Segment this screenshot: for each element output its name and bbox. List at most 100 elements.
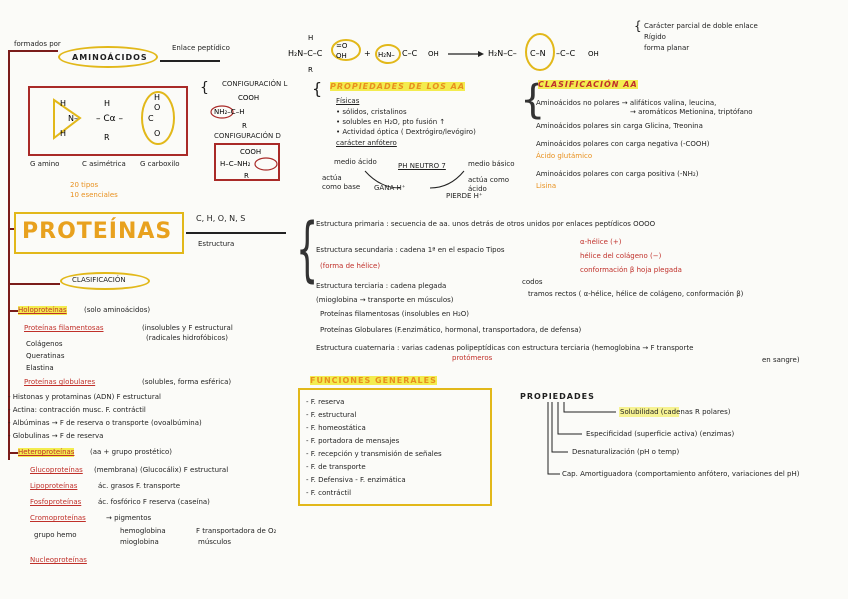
lipo-desc: ác. grasos F. transporte	[98, 482, 181, 490]
brace-icon: {	[312, 79, 323, 98]
svg-text:H: H	[60, 129, 66, 138]
mioglobina-label: (mioglobina → transporte en músculos)	[316, 296, 454, 304]
elements-label: C, H, O, N, S	[196, 214, 246, 223]
branch-line	[8, 228, 16, 230]
propiedades-aa-title: PROPIEDADES DE LOS AA	[330, 82, 466, 91]
estructura-terciaria: Estructura terciaria : cadena plegada	[316, 282, 447, 290]
clas-aa-row: Lisina	[536, 182, 557, 190]
svg-text:O: O	[154, 129, 160, 138]
solo-aa-label: (solo aminoácidos)	[84, 306, 151, 314]
medio-basico-label: medio básico	[468, 160, 515, 168]
hemo-desc: F transportadora de O₂	[196, 527, 277, 535]
glob-item: - Albúminas → F de reserva o transporte …	[8, 419, 202, 427]
aminoacidos-oval	[58, 46, 158, 68]
svg-text:–C–C: –C–C	[556, 49, 576, 58]
fibrosas-label: Proteínas filamentosas (insolubles en H₂…	[320, 310, 470, 318]
clas-aa-row: Aminoácidos polares sin carga Glicina, T…	[536, 122, 703, 130]
holoproteinas-label: Holoproteínas	[18, 306, 67, 315]
propiedad-especificidad: Especificidad (superficie activa) (enzim…	[586, 430, 735, 438]
hemoglobina-label: hemoglobina	[120, 527, 166, 535]
propiedades-title: PROPIEDADES	[520, 392, 595, 401]
aminoacidos-label: AMINOÁCIDOS	[72, 53, 148, 62]
formados-por-label: formados por	[14, 40, 61, 48]
svg-text:H: H	[104, 99, 110, 108]
forma-helice: (forma de hélice)	[320, 262, 381, 270]
tipo-alfa: α-hélice (+)	[580, 238, 622, 246]
ph-neutro-label: PH NEUTRO 7	[398, 162, 446, 170]
filamentosas-label: Proteínas filamentosas	[24, 324, 104, 332]
pierde-h-label: PIERDE H⁺	[446, 192, 483, 200]
svg-text:R: R	[308, 66, 313, 74]
config-d-label: CONFIGURACIÓN D	[214, 132, 281, 140]
funcion-item: - F. homeostática	[306, 424, 366, 432]
actua-acido-label: actúa como ácido	[468, 176, 510, 193]
svg-text:H: H	[308, 34, 313, 42]
g-amino-label: G amino	[30, 160, 60, 168]
feature-2: Rígido	[644, 33, 666, 41]
codos-label: codos	[522, 278, 543, 286]
c-asimetrica-label: C asimétrica	[82, 160, 126, 168]
svg-text:– Cα –: – Cα –	[96, 114, 123, 124]
amino-structure-box	[28, 86, 188, 156]
funcion-item: - F. estructural	[306, 411, 357, 419]
funcion-item: - F. recepción y transmisión de señales	[306, 450, 442, 458]
funciones-title: FUNCIONES GENERALES	[310, 376, 437, 385]
cromo-desc: → pigmentos	[106, 514, 152, 522]
funcion-item: - F. Defensiva - F. enzimática	[306, 476, 406, 484]
propiedades-tree	[547, 402, 616, 475]
queratinas-label: Queratinas	[26, 352, 65, 360]
prop-aa-item: • solubles en H₂O, pto fusión ↑	[336, 118, 446, 126]
musculos-label: músculos	[198, 538, 232, 546]
peptide-bond-diagram: H₂N–C–C H R =O OH + H₂N– C–C OH H₂N–C– C…	[288, 33, 599, 74]
svg-text:H₂N–C–: H₂N–C–	[488, 49, 517, 58]
config-l-label: CONFIGURACIÓN L	[222, 80, 288, 88]
svg-text:C–C: C–C	[402, 49, 418, 58]
heteroproteinas-label: Heteroproteínas	[18, 448, 75, 457]
clasificacion-oval	[60, 272, 150, 290]
svg-text:OH: OH	[336, 52, 347, 60]
svg-text:R: R	[104, 133, 110, 142]
config-d-box	[214, 143, 280, 181]
propiedad-desnaturalizacion: Desnaturalización (pH o temp)	[572, 448, 680, 456]
lipoproteinas-label: Lipoproteínas	[30, 482, 78, 490]
clas-aa-row: Aminoácidos no polares → alifáticos vali…	[536, 99, 717, 107]
clas-aa-row: Aminoácidos polares con carga positiva (…	[536, 170, 699, 178]
enlace-label: Enlace peptídico	[172, 44, 230, 52]
arrow-line	[160, 60, 220, 62]
actua-base-label: actúa como base	[322, 174, 361, 191]
clasificacion-title: CLASIFICACIÓN	[72, 276, 126, 284]
config-d-diagram: COOH H–C–NH₂ R	[220, 148, 278, 180]
propiedad-solubilidad: Solubilidad (cadenas R polares)	[620, 408, 731, 416]
estructura-primaria: Estructura primaria : secuencia de aa. u…	[316, 220, 656, 228]
svg-text:=O: =O	[336, 42, 348, 50]
globulares-label: Proteínas Globulares (F.enzimático, horm…	[320, 326, 582, 334]
tipo-beta: conformación β hoja plegada	[580, 266, 682, 274]
glob-desc: (solubles, forma esférica)	[142, 378, 232, 386]
sangre-label: en sangre)	[762, 356, 800, 364]
branch-line	[8, 452, 18, 454]
glob-item: - Histonas y protaminas (ADN) F estructu…	[8, 393, 161, 401]
funciones-box	[298, 388, 492, 506]
nucleoproteinas-label: Nucleoproteínas	[30, 556, 87, 564]
config-l-diagram: COOH NH₂–C–H R	[210, 94, 259, 130]
gana-h-label: GANA H⁺	[374, 184, 406, 192]
svg-text:R: R	[242, 122, 247, 130]
propiedad-amortiguadora: Cap. Amortiguadora (comportamiento anfót…	[562, 470, 800, 478]
medio-acido-label: medio ácido	[334, 158, 377, 166]
svg-text:C: C	[148, 114, 154, 123]
gluco-desc: (membrana) (Glucocálix) F estructural	[94, 466, 229, 474]
globulares-label: Proteínas globulares	[24, 378, 96, 386]
glucoproteinas-label: Glucoproteínas	[30, 466, 83, 474]
hetero-desc: (aa + grupo prostético)	[90, 448, 173, 456]
cromoproteinas-label: Cromoproteínas	[30, 514, 86, 522]
svg-text:H: H	[154, 93, 160, 102]
svg-text:COOH: COOH	[238, 94, 259, 102]
mioglobina-label: mioglobina	[120, 538, 159, 546]
fosfoproteinas-label: Fosfoproteínas	[30, 498, 82, 506]
feature-1: Carácter parcial de doble enlace	[644, 22, 758, 30]
grupo-hemo-label: grupo hemo	[34, 531, 77, 539]
g-carboxilo-label: G carboxilo	[140, 160, 180, 168]
prop-aa-item: • Actividad óptica ( Dextrógiro/levógiro…	[336, 128, 476, 136]
svg-text:NH₂–C–H: NH₂–C–H	[214, 108, 244, 116]
filam-desc: (insolubles y F estructural	[142, 324, 233, 332]
